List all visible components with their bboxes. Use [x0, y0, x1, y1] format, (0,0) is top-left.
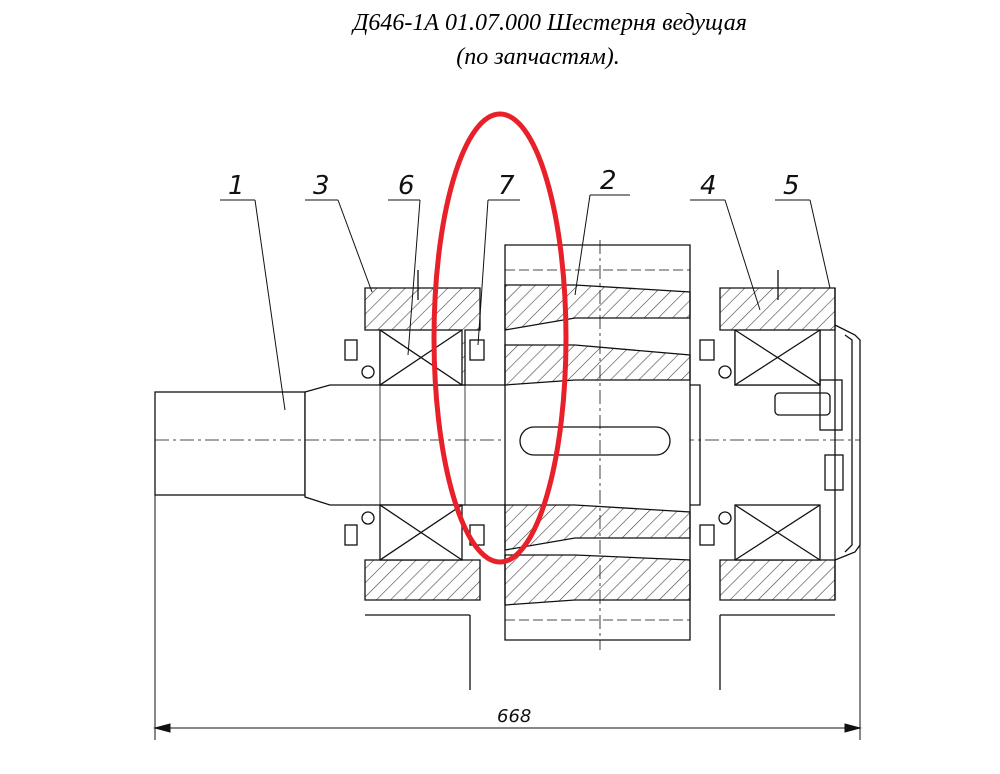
highlight-ellipse [431, 111, 569, 565]
callout-3: 3 [313, 171, 330, 201]
callout-1: 1 [228, 171, 245, 201]
callout-6: 6 [398, 171, 415, 201]
drawing-subtitle: (по запчастям). [456, 44, 620, 70]
callout-5: 5 [783, 171, 800, 201]
callout-4: 4 [700, 171, 717, 201]
drawing-title: Д646-1А 01.07.000 Шестерня ведущая [353, 10, 747, 36]
callout-2: 2 [600, 166, 617, 196]
end-cover [774, 288, 861, 600]
callout-7: 7 [498, 171, 515, 201]
dimension-line [153, 495, 862, 740]
left-bearing-housing [344, 270, 485, 690]
dimension-value: 668 [497, 706, 531, 727]
gear [504, 240, 691, 650]
leader-lines [220, 194, 831, 411]
right-bearing-housing [699, 270, 836, 690]
